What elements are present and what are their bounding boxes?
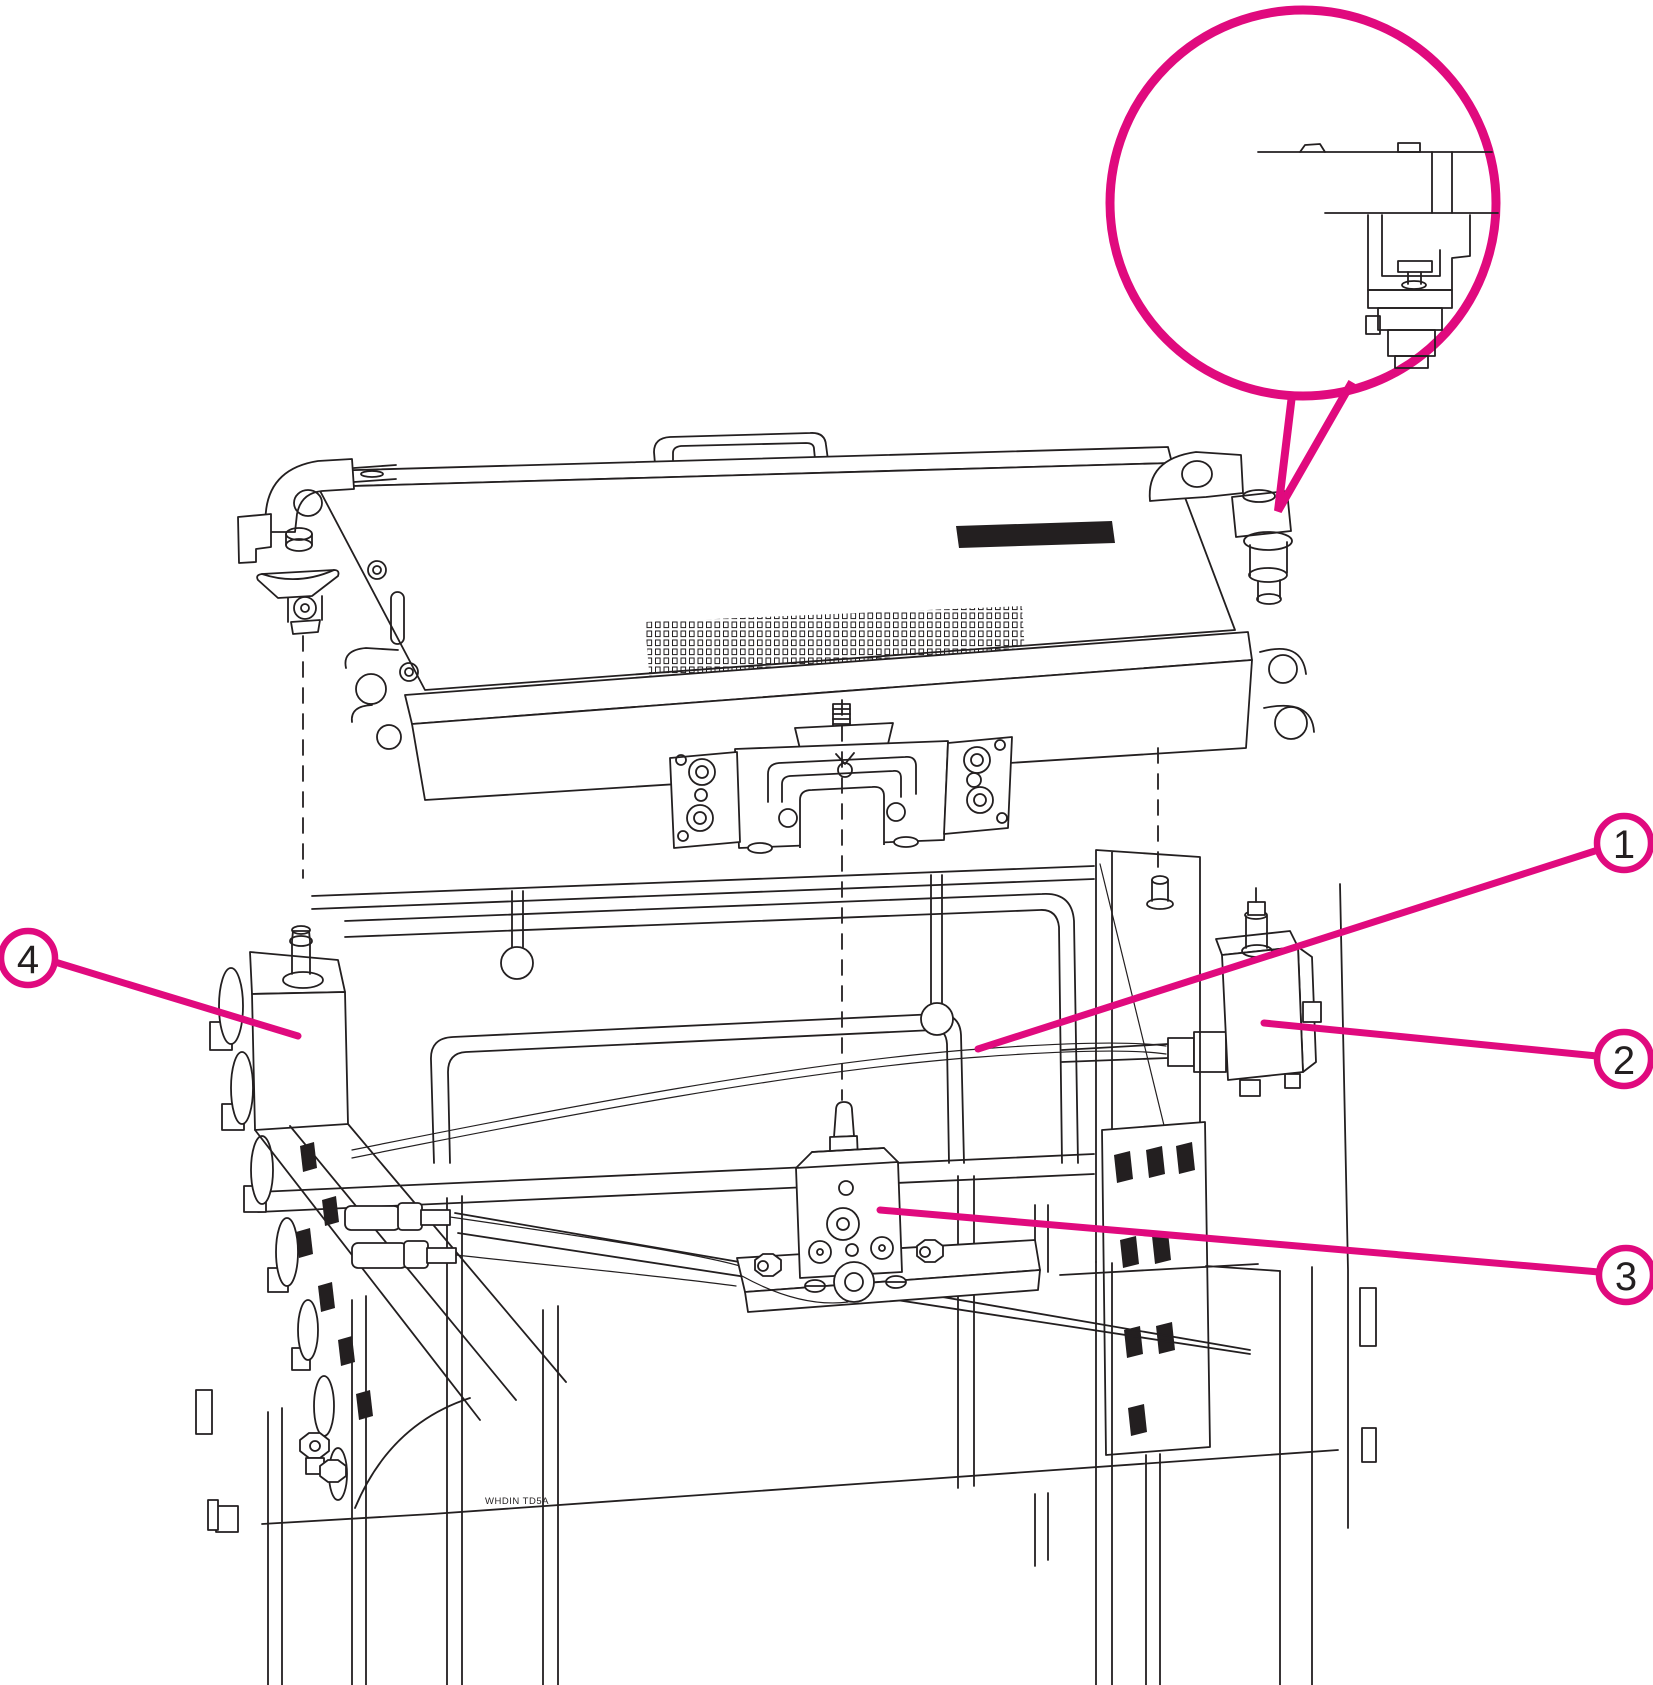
right-mount-ear [1148,451,1315,740]
left-tower-front [251,991,349,1131]
cable-pulley [741,1261,875,1304]
ball-knob-left [500,890,534,980]
lower-crossbar [257,1153,1095,1213]
signal-cable [351,1042,1167,1159]
detail-bubble [1105,5,1501,513]
bubble-detail-drawing [1257,142,1499,369]
center-bracket [669,703,1013,854]
adjuster-plug [833,1101,855,1138]
callouts: 1 2 3 4 [0,812,1653,1306]
connector-block [1215,887,1322,1097]
callout-4: 4 [0,927,302,1040]
center-adjuster-block [795,1101,903,1279]
alignment-dashes [302,635,1159,1101]
bubble-tail [1274,380,1356,513]
left-mount-ear [237,458,397,635]
bottom-left-bolts [207,1432,347,1533]
callout-2-leader [1260,1019,1601,1060]
carry-handle [653,432,829,465]
callout-3-leader [876,1206,1603,1276]
right-tower-post [1146,875,1174,910]
left-plate-slots [296,1142,373,1420]
callout-1-leader [974,846,1602,1053]
cable-lugs [344,1202,741,1287]
top-rails [311,865,1095,910]
left-roller-discs [209,967,348,1501]
label-patch [956,521,1115,548]
callout-1-badge [1593,812,1653,874]
callout-4-badge [0,927,59,989]
callout-1-number: 1 [1613,823,1635,867]
callout-4-number: 4 [17,938,39,982]
chassis-bottom-edge [261,1449,1339,1525]
left-tower-post [282,925,324,989]
right-tower [1059,849,1377,1685]
tube-frame-outer [344,893,1079,1164]
tray-screws [367,560,419,682]
right-plate-slots [1114,1142,1195,1436]
chassis [195,849,1377,1685]
drawing-code: WHDIN TD5A [485,1496,549,1507]
callout-1: 1 [974,812,1653,1053]
unit-lower-left-ear [344,647,402,750]
callout-2: 2 [1260,1019,1653,1090]
left-edge-tab [195,1389,213,1435]
callout-2-number: 2 [1613,1039,1635,1083]
callout-2-badge [1593,1028,1653,1090]
callout-3-badge [1595,1244,1653,1306]
callout-3: 3 [876,1206,1653,1306]
right-slotted-plate [1101,1121,1211,1456]
top-unit [237,432,1315,854]
right-pin [1243,531,1293,605]
callout-3-number: 3 [1615,1255,1637,1299]
ball-knob-right [920,874,954,1036]
callout-4-leader [51,958,302,1040]
bubble-circle [1105,5,1501,401]
tube-frame-inner [430,1013,965,1164]
